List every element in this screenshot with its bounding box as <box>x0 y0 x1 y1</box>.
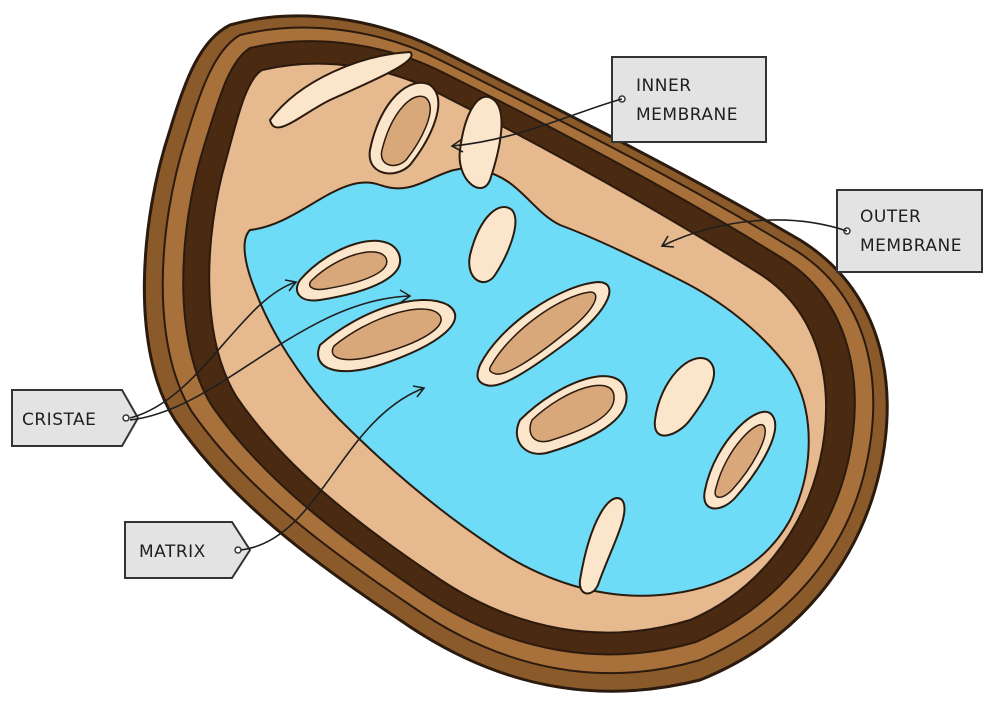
label-inner-membrane-line2: MEMBRANE <box>636 105 738 125</box>
label-cristae-hole <box>123 415 129 421</box>
label-cristae-text: CRISTAE <box>22 410 96 430</box>
label-outer-membrane: OUTER MEMBRANE <box>837 190 982 272</box>
label-outer-membrane-line2: MEMBRANE <box>860 236 962 256</box>
label-inner-membrane-line1: INNER <box>636 76 692 96</box>
label-matrix-hole <box>235 547 241 553</box>
label-inner-membrane-tag <box>612 57 766 142</box>
label-matrix-text: MATRIX <box>139 542 206 562</box>
label-outer-membrane-tag <box>837 190 982 272</box>
label-cristae: CRISTAE <box>12 390 138 446</box>
label-matrix: MATRIX <box>125 522 250 578</box>
label-outer-membrane-line1: OUTER <box>860 207 921 227</box>
label-inner-membrane: INNER MEMBRANE <box>612 57 766 142</box>
